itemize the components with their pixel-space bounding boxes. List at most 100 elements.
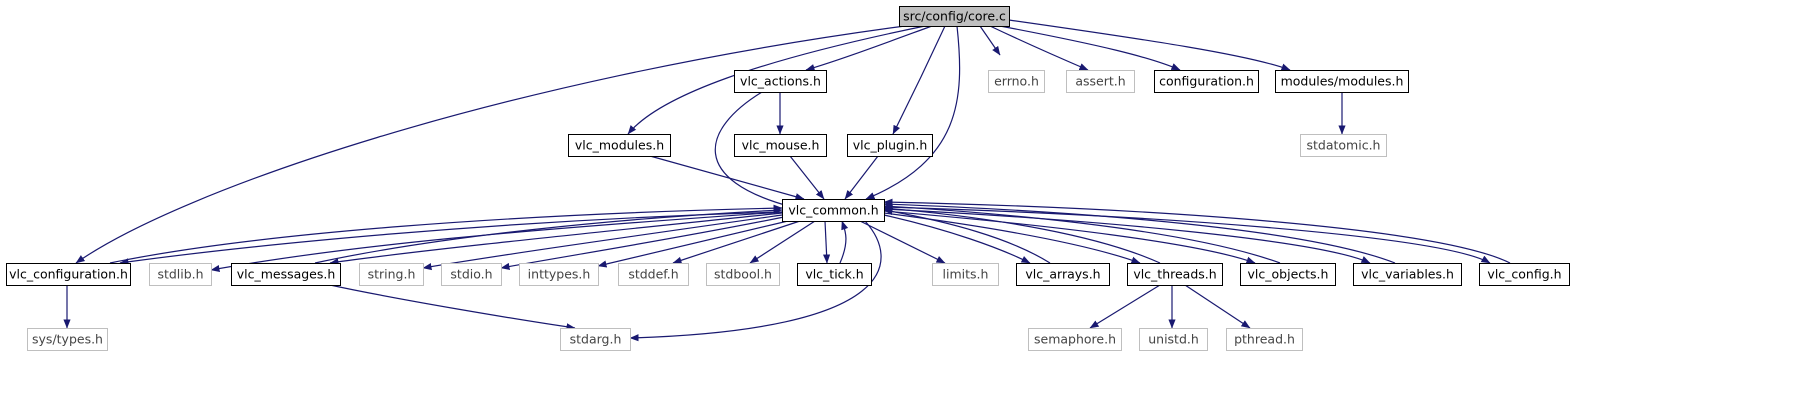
- node-core-c[interactable]: src/config/core.c: [899, 6, 1010, 27]
- node-stdbool: stdbool.h: [706, 263, 780, 286]
- node-box: [782, 199, 885, 222]
- node-box: [1028, 328, 1122, 351]
- node-box: [1154, 70, 1259, 93]
- node-stdio: stdio.h: [441, 263, 502, 286]
- node-label: vlc_config.h: [1487, 267, 1561, 282]
- node-label: pthread.h: [1234, 332, 1295, 347]
- node-label: vlc_plugin.h: [853, 138, 928, 153]
- edge-vlc-tick-to-vlc-common: [839, 220, 849, 264]
- node-box: [1226, 328, 1303, 351]
- node-box: [1066, 70, 1135, 93]
- node-box: [1353, 263, 1462, 286]
- node-box: [988, 70, 1045, 93]
- node-label: vlc_tick.h: [805, 267, 863, 282]
- node-label: stdio.h: [450, 267, 492, 282]
- node-vlc-tick[interactable]: vlc_tick.h: [797, 263, 872, 286]
- node-label: modules/modules.h: [1281, 74, 1404, 89]
- node-label: vlc_messages.h: [237, 267, 336, 282]
- edge-vlc-plugin-to-vlc-common: [844, 155, 879, 200]
- node-label: vlc_actions.h: [740, 74, 821, 89]
- node-label: stddef.h: [628, 267, 678, 282]
- edge-core-c-to-modules-modules: [1008, 19, 1291, 71]
- node-label: vlc_variables.h: [1361, 267, 1454, 282]
- edge-core-c-to-vlc-common: [865, 25, 961, 200]
- node-box: [27, 328, 108, 351]
- node-box: [932, 263, 999, 286]
- edge-core-c-to-vlc-actions: [805, 25, 933, 72]
- node-box: [519, 263, 599, 286]
- node-vlc-plugin[interactable]: vlc_plugin.h: [847, 134, 933, 157]
- node-box: [734, 70, 827, 93]
- node-box: [441, 263, 502, 286]
- node-errno: errno.h: [988, 70, 1045, 93]
- edge-vlc-common-to-vlc-messages: [329, 212, 783, 266]
- node-box: [568, 134, 671, 157]
- node-box: [359, 263, 424, 286]
- edge-core-c-to-errno: [979, 25, 1001, 56]
- edge-vlc-config-to-vlc-common: [883, 198, 1511, 264]
- node-box: [1275, 70, 1409, 93]
- node-vlc-config[interactable]: vlc_config.h: [1479, 263, 1570, 286]
- edge-vlc-common-to-vlc-tick: [822, 220, 831, 264]
- node-label: vlc_arrays.h: [1025, 267, 1100, 282]
- node-string: string.h: [359, 263, 424, 286]
- edge-vlc-common-to-vlc-threads: [883, 212, 1141, 264]
- node-label: semaphore.h: [1034, 332, 1116, 347]
- node-limits: limits.h: [932, 263, 999, 286]
- node-label: vlc_threads.h: [1133, 267, 1216, 282]
- node-vlc-arrays[interactable]: vlc_arrays.h: [1016, 263, 1110, 286]
- node-vlc-common[interactable]: vlc_common.h: [782, 199, 885, 222]
- node-box: [1479, 263, 1570, 286]
- node-label: vlc_modules.h: [575, 138, 664, 153]
- node-box: [797, 263, 872, 286]
- edge-vlc-threads-to-vlc-common: [883, 205, 1161, 264]
- edge-core-c-to-vlc-modules: [627, 25, 926, 135]
- edge-core-c-to-configuration: [999, 25, 1181, 71]
- node-vlc-variables[interactable]: vlc_variables.h: [1353, 263, 1462, 286]
- node-vlc-mouse[interactable]: vlc_mouse.h: [734, 134, 827, 157]
- node-vlc-configuration[interactable]: vlc_configuration.h: [6, 263, 131, 286]
- node-box: [1300, 134, 1387, 157]
- node-modules-modules[interactable]: modules/modules.h: [1275, 70, 1409, 93]
- edge-vlc-common-to-vlc-configuration: [119, 211, 783, 266]
- edge-vlc-objects-to-vlc-common: [883, 202, 1281, 264]
- node-box: [1139, 328, 1208, 351]
- node-box: [1240, 263, 1336, 286]
- node-vlc-threads[interactable]: vlc_threads.h: [1127, 263, 1223, 286]
- node-box: [734, 134, 827, 157]
- node-configuration[interactable]: configuration.h: [1154, 70, 1259, 93]
- node-layer: src/config/core.c vlc_actions.h errno.h ass…: [6, 6, 1570, 351]
- node-label: vlc_configuration.h: [9, 267, 128, 282]
- edge-vlc-arrays-to-vlc-common: [883, 207, 1051, 264]
- node-label: stdlib.h: [157, 267, 203, 282]
- node-box: [899, 6, 1010, 27]
- node-pthread: pthread.h: [1226, 328, 1303, 351]
- node-box: [1016, 263, 1110, 286]
- node-vlc-modules[interactable]: vlc_modules.h: [568, 134, 671, 157]
- edge-vlc-variables-to-vlc-common: [883, 200, 1396, 264]
- edge-vlc-common-to-inttypes: [597, 220, 789, 268]
- node-label: vlc_objects.h: [1248, 267, 1329, 282]
- edge-core-c-to-vlc-configuration: [75, 25, 906, 264]
- node-label: limits.h: [943, 267, 989, 282]
- node-vlc-objects[interactable]: vlc_objects.h: [1240, 263, 1336, 286]
- edge-vlc-modules-to-vlc-common: [649, 155, 805, 201]
- edge-vlc-common-to-vlc-arrays: [883, 214, 1031, 264]
- node-label: assert.h: [1075, 74, 1125, 89]
- node-box: [6, 263, 131, 286]
- node-vlc-messages[interactable]: vlc_messages.h: [231, 263, 341, 286]
- node-label: src/config/core.c: [903, 9, 1006, 24]
- node-stdarg: stdarg.h: [560, 328, 631, 351]
- node-sys-types: sys/types.h: [27, 328, 108, 351]
- edge-vlc-threads-to-pthread: [1184, 284, 1251, 329]
- node-label: configuration.h: [1159, 74, 1254, 89]
- node-label: vlc_mouse.h: [742, 138, 820, 153]
- node-label: unistd.h: [1148, 332, 1199, 347]
- node-box: [149, 263, 212, 286]
- edge-vlc-common-to-stdbool: [749, 220, 816, 264]
- node-label: inttypes.h: [528, 267, 591, 282]
- node-box: [706, 263, 780, 286]
- edge-vlc-common-to-vlc-variables: [883, 208, 1371, 264]
- node-label: stdbool.h: [714, 267, 772, 282]
- node-vlc-actions[interactable]: vlc_actions.h: [734, 70, 827, 93]
